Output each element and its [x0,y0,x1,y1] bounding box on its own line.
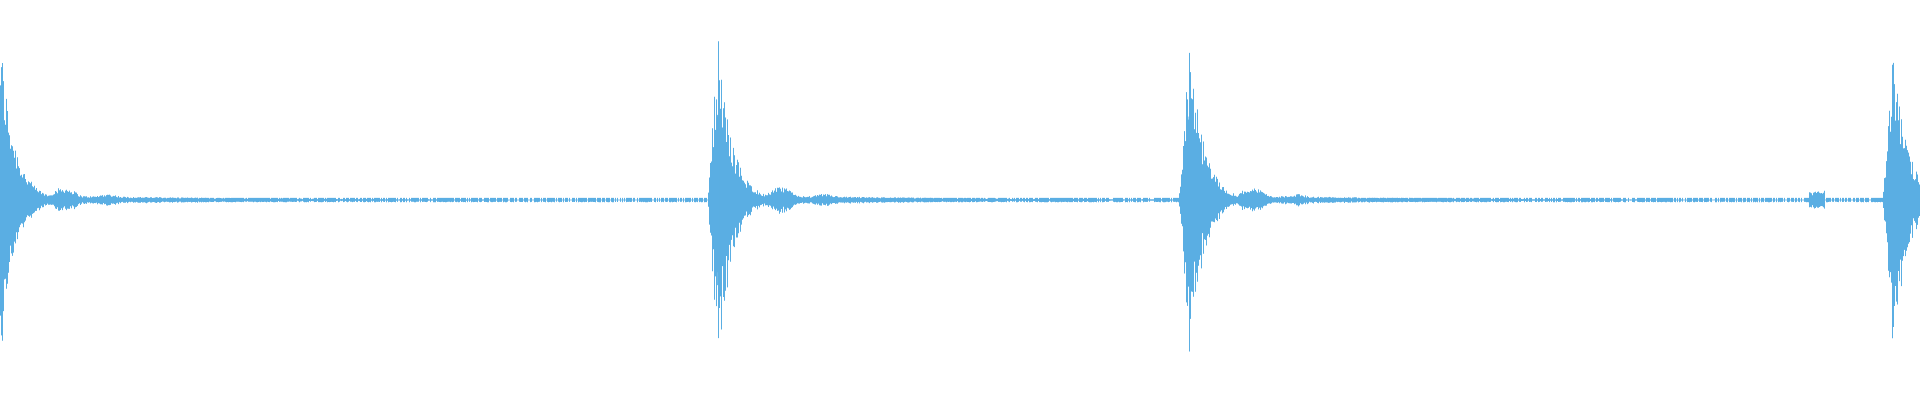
waveform-transient-1 [0,116,2,284]
waveform-trace [0,41,1920,352]
waveform-transient-2 [717,114,720,286]
waveform-transient-3 [1188,116,1191,284]
waveform-layer [0,41,1920,352]
waveform-transient-4 [1892,120,1895,280]
